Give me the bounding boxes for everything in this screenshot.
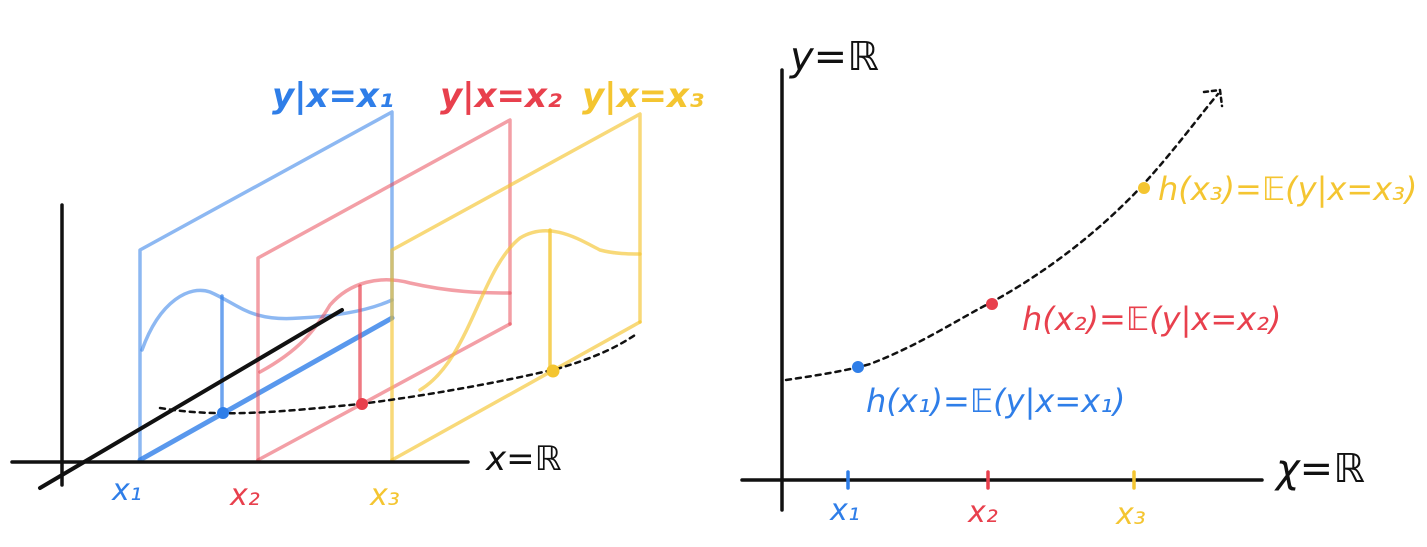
density-curve-x2 (258, 278, 512, 374)
right-y-axis-label: y=ℝ (789, 34, 879, 80)
density-curve-x1 (140, 288, 394, 352)
left-point-x1 (217, 407, 229, 419)
panel-x3-frame (390, 112, 642, 462)
panel-label-x3: y|x=x₃ (582, 76, 704, 116)
left-point-x2 (356, 398, 368, 410)
panel-x2-base (256, 322, 512, 462)
left-tick-x2: x₂ (229, 478, 260, 513)
curve-arrowhead (1202, 88, 1224, 108)
right-tick-x1: x₁ (829, 493, 860, 528)
panel-x3 (390, 112, 642, 462)
right-point-x3 (1138, 182, 1150, 194)
right-tick-x2: x₂ (967, 495, 998, 530)
left-axis-label: x=ℝ (485, 439, 562, 479)
annotation-x1: h(x₁)=𝔼(y|x=x₁) (866, 382, 1125, 420)
right-tick-x3: x₃ (1115, 497, 1146, 532)
panel-x1 (137, 110, 395, 463)
annotation-x2: h(x₂)=𝔼(y|x=x₂) (1022, 300, 1281, 338)
panel-label-x1: y|x=x₁ (272, 76, 394, 116)
panel-x2-frame (256, 118, 512, 462)
panel-x1-base (137, 315, 395, 463)
right-point-x1 (852, 361, 864, 373)
panel-label-x2: y|x=x₂ (440, 76, 562, 116)
panel-x3-base (390, 320, 642, 462)
left-3d-sketch (10, 110, 642, 490)
left-point-x3 (546, 364, 560, 378)
left-expectation-path (158, 333, 637, 415)
left-tick-x3: x₃ (369, 478, 400, 513)
right-2d-sketch (740, 68, 1264, 512)
density-curve-x3 (418, 229, 642, 392)
left-axes (10, 203, 470, 490)
panel-x1-frame (138, 110, 394, 462)
left-tick-x1: x₁ (111, 473, 142, 508)
annotation-x3: h(x₃)=𝔼(y|x=x₃) (1158, 170, 1417, 208)
panel-x2 (256, 118, 512, 462)
right-x-axis-label: χ=ℝ (1274, 446, 1365, 492)
left-depth-axis (38, 308, 344, 490)
right-point-x2 (986, 298, 998, 310)
